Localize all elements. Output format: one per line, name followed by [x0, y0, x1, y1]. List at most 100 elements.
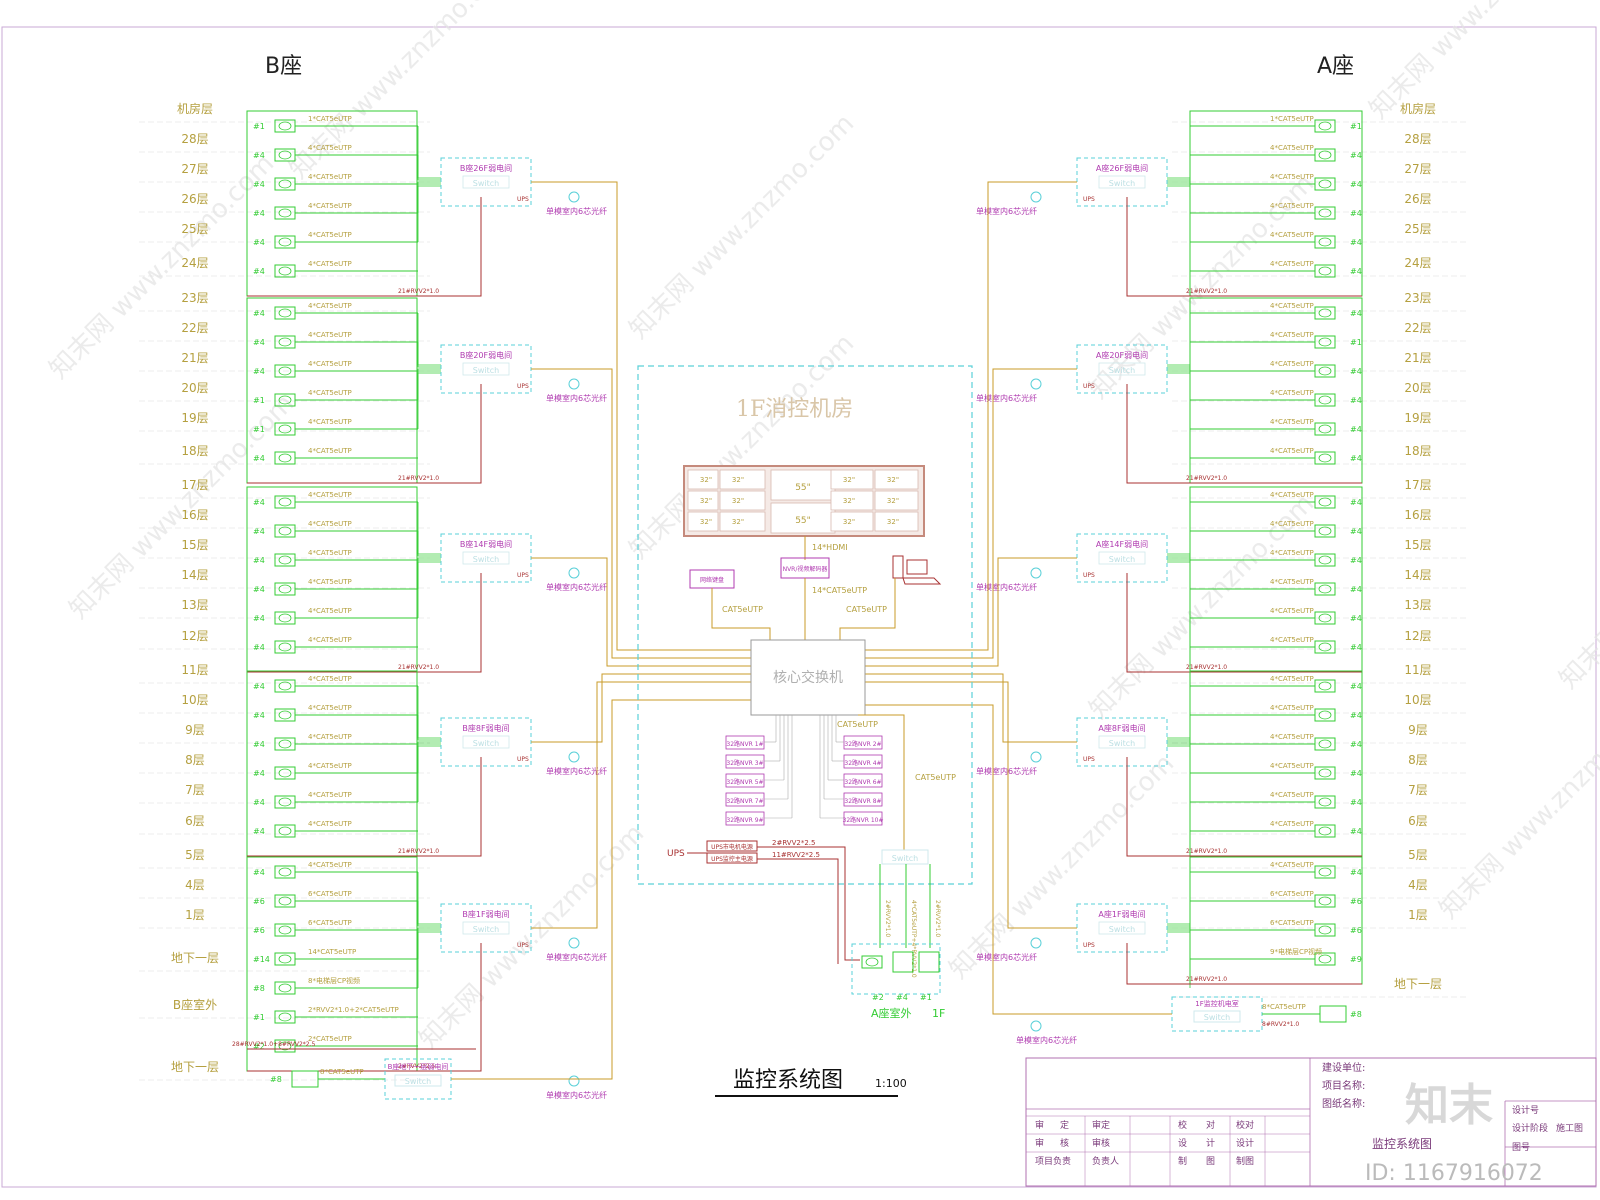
cable-spec: 4*CAT5eUTP: [1270, 202, 1314, 210]
camera-count: #4: [1350, 711, 1362, 720]
control-room-boundary: [637, 365, 973, 885]
floor-label: 8层: [1408, 753, 1428, 767]
camera-count: #2: [872, 993, 884, 1002]
title-block: 建设单位:项目名称:图纸名称:监控系统图审定审定校对校对审核审核设计设计项目负责…: [1025, 1057, 1597, 1187]
fiber-label: 单模室内6芯光纤: [546, 393, 607, 403]
switch-label: Switch: [892, 854, 918, 863]
camera-count: #4: [253, 454, 265, 463]
uplink-bundle: [1167, 741, 1191, 744]
fiber-uplink: [531, 673, 751, 743]
cable-spec: 4*CAT5eUTP: [308, 578, 352, 586]
camera-count: #4: [253, 267, 265, 276]
camera-count: #4: [253, 740, 265, 749]
wall-screen: [830, 469, 874, 490]
fiber-node-icon: [568, 191, 580, 203]
floor-label: 20层: [181, 381, 208, 395]
wall-screen: [687, 511, 719, 532]
camera-count: #4: [253, 798, 265, 807]
uplink-bundle: [417, 931, 441, 988]
switch-label: Switch: [473, 925, 499, 934]
title-cell: 审: [1035, 1137, 1044, 1149]
a-tower-section: 机房层28层27层26层25层24层23层22层21层20层19层18层17层1…: [865, 101, 1468, 1045]
fiber-label: 单模室内6芯光纤: [976, 206, 1037, 216]
camera-lens: [278, 179, 292, 189]
camera-lens: [1318, 526, 1332, 536]
fiber-node-icon: [1030, 378, 1042, 390]
camera-count: #4: [1350, 180, 1362, 189]
camera-lens: [1318, 954, 1332, 964]
switch-label: Switch: [473, 555, 499, 564]
camera-count: #6: [1350, 897, 1362, 906]
camera-lens: [1318, 337, 1332, 347]
fiber-uplink: [865, 557, 1077, 667]
camera-count: #4: [1350, 769, 1362, 778]
ups-box: [706, 852, 758, 864]
camera-count: #6: [1350, 926, 1362, 935]
wall-screen: [770, 469, 836, 501]
cable-spec: 4*CAT5eUTP: [1270, 144, 1314, 152]
drawing-name-label: 图纸名称:: [1322, 1097, 1365, 1110]
cable-spec: 4*CAT5eUTP: [1270, 704, 1314, 712]
uplink-bundle: [1167, 927, 1191, 930]
closet-label: B座26F弱电间: [460, 163, 512, 173]
power-cable: [1126, 197, 1362, 297]
fiber-label: 单模室内6芯光纤: [1016, 1035, 1077, 1045]
power-cable: [1126, 573, 1362, 673]
camera-lens: [278, 613, 292, 623]
camera-lens: [278, 237, 292, 247]
camera-count: #4: [253, 556, 265, 565]
fiber-node-icon: [568, 378, 580, 390]
switch-label: Switch: [1109, 179, 1135, 188]
camera-lens: [1318, 867, 1332, 877]
nvr-box: [843, 773, 883, 788]
camera-count: #8: [253, 984, 265, 993]
fiber-uplink: [865, 181, 1077, 651]
camera-lens: [278, 797, 292, 807]
camera-lens: [278, 681, 292, 691]
floor-label: 9层: [1408, 723, 1428, 737]
nvr-label: 32路NVR 4#: [844, 759, 881, 767]
cable-spec: 4*CAT5eUTP: [308, 418, 352, 426]
camera-body: [861, 955, 883, 969]
power-cable: [247, 384, 482, 484]
camera-icon: [861, 955, 883, 969]
camera-lens: [1318, 150, 1332, 160]
closet-label: B座8F弱电间: [462, 723, 509, 733]
camera-count: #6: [253, 897, 265, 906]
cable-spec: 4*CAT5eUTP: [1270, 636, 1314, 644]
uplink-bundle: [1167, 531, 1191, 557]
uplink-bundle: [417, 368, 441, 371]
cable-spec: 14*CAT5eUTP: [812, 586, 867, 595]
nvr-box: [725, 811, 765, 826]
camera-icon: [892, 951, 914, 973]
cable-spec: 4*CAT5eUTP: [308, 762, 352, 770]
uplink-bundle: [417, 531, 441, 557]
cable-spec: 6*CAT5eUTP: [1270, 890, 1314, 898]
closet-label: 1F监控机电室: [1195, 999, 1238, 1008]
closet-label: A座20F弱电间: [1096, 350, 1148, 360]
design-no-label: 设计号: [1512, 1104, 1539, 1116]
camera-count: #4: [896, 993, 908, 1002]
cable-spec: 4*CAT5eUTP: [1270, 418, 1314, 426]
camera-count: #1: [253, 122, 265, 131]
drawing-frame: [1, 26, 1597, 1188]
nvr-box: [725, 792, 765, 807]
cable-spec: 4*CAT5eUTP: [1270, 733, 1314, 741]
fiber-node-icon: [1030, 567, 1042, 579]
power-spec: 21#RVV2*1.0: [1186, 288, 1227, 295]
camera-lens: [1318, 179, 1332, 189]
cable-spec: 1*CAT5eUTP: [1270, 115, 1314, 123]
floor-label: 14层: [1404, 568, 1431, 582]
camera-count: #4: [1350, 798, 1362, 807]
screen-size: 32": [700, 476, 712, 484]
cable-spec: 4*CAT5eUTP: [1270, 491, 1314, 499]
cable-spec: CAT5eUTP: [722, 605, 763, 614]
fiber-label: 单模室内6芯光纤: [546, 1090, 607, 1100]
closet-label: A座26F弱电间: [1096, 163, 1148, 173]
cable-spec: 4*CAT5eUTP: [308, 861, 352, 869]
switch-label: Switch: [1204, 1013, 1230, 1022]
camera-count: #4: [1350, 585, 1362, 594]
nvr-box: [843, 754, 883, 769]
power-spec: 21#RVV2*1.0: [398, 848, 439, 855]
camera-count: #2: [253, 1042, 265, 1051]
